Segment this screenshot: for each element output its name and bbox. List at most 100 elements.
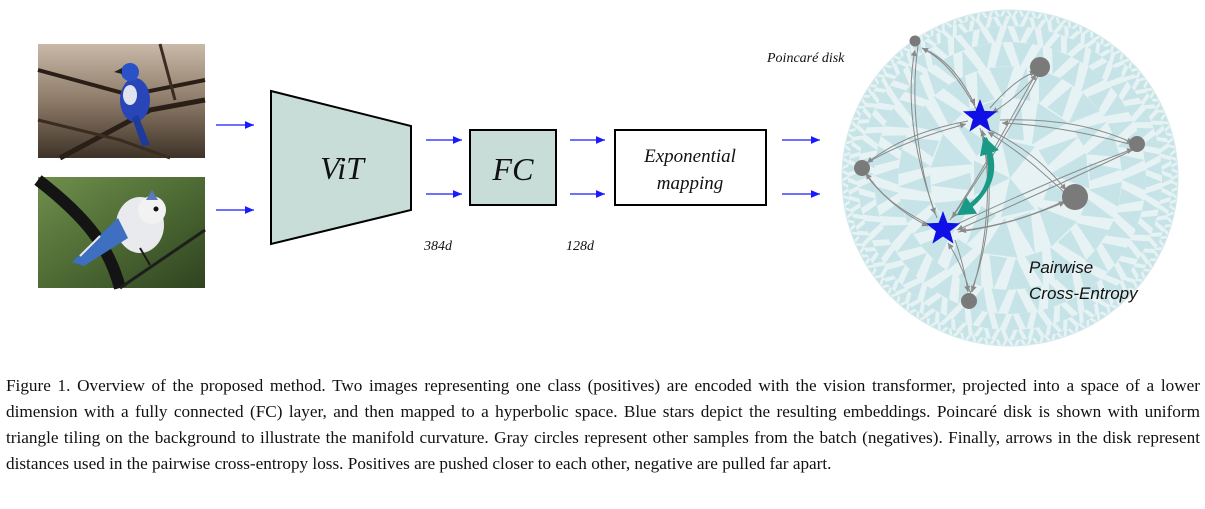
tiling-triangle bbox=[1136, 92, 1148, 102]
tiling-triangle bbox=[1157, 208, 1168, 217]
tiling-triangle bbox=[1151, 93, 1159, 99]
tiling-triangle bbox=[1171, 164, 1178, 171]
tiling-triangle bbox=[1141, 199, 1159, 212]
tiling-triangle bbox=[1145, 161, 1162, 176]
tiling-triangle bbox=[853, 111, 860, 118]
tiling-triangle bbox=[895, 51, 902, 58]
tiling-triangle bbox=[1074, 24, 1080, 32]
tiling-triangle bbox=[858, 111, 870, 120]
tiling-triangle bbox=[1149, 260, 1156, 267]
tiling-triangle bbox=[1056, 25, 1065, 37]
tiling-triangle bbox=[1006, 16, 1015, 27]
tiling-triangle bbox=[852, 139, 863, 148]
tiling-triangle bbox=[1100, 294, 1111, 306]
figure-caption: Figure 1. Overview of the proposed metho… bbox=[6, 376, 1200, 473]
tiling-triangle bbox=[846, 135, 853, 142]
tiling-triangle bbox=[848, 131, 855, 137]
tiling-triangle bbox=[1087, 87, 1112, 110]
tiling-triangle bbox=[898, 99, 924, 121]
tiling-triangle bbox=[896, 62, 907, 73]
tiling-triangle bbox=[857, 123, 869, 132]
tiling-triangle bbox=[952, 306, 966, 324]
tiling-triangle bbox=[944, 26, 953, 38]
tiling-triangle bbox=[1081, 293, 1097, 311]
tiling-triangle bbox=[972, 43, 992, 69]
tiling-triangle bbox=[1133, 266, 1145, 276]
tiling-triangle bbox=[882, 268, 894, 279]
tiling-triangle bbox=[1157, 140, 1169, 150]
tiling-triangle bbox=[899, 53, 910, 65]
tiling-triangle bbox=[1001, 26, 1014, 43]
tiling-triangle bbox=[856, 223, 868, 232]
tiling-triangle bbox=[1169, 147, 1176, 153]
tiling-triangle bbox=[1145, 175, 1162, 188]
tiling-triangle bbox=[986, 338, 993, 345]
tiling-triangle bbox=[1027, 11, 1034, 18]
vit-block bbox=[270, 89, 412, 246]
tiling-triangle bbox=[933, 28, 939, 36]
tiling-triangle bbox=[970, 308, 983, 326]
tiling-triangle bbox=[1136, 127, 1154, 140]
tiling-triangle bbox=[1145, 108, 1157, 117]
tiling-triangle bbox=[908, 293, 918, 305]
tiling-triangle bbox=[875, 277, 882, 284]
tiling-triangle bbox=[856, 108, 864, 114]
tiling-triangle bbox=[883, 286, 890, 293]
tiling-triangle bbox=[911, 310, 917, 318]
tiling-triangle bbox=[1160, 238, 1167, 245]
tiling-triangle bbox=[1171, 189, 1178, 196]
tiling-triangle bbox=[1142, 252, 1154, 261]
tiling-triangle bbox=[1106, 66, 1123, 83]
tiling-triangle bbox=[1050, 247, 1077, 281]
tiling-triangle bbox=[1103, 94, 1129, 117]
tiling-triangle bbox=[871, 228, 889, 241]
tiling-triangle bbox=[873, 270, 881, 276]
tiling-triangle bbox=[1145, 82, 1152, 89]
tiling-triangle bbox=[955, 319, 964, 331]
tiling-triangle bbox=[1038, 136, 1079, 166]
tiling-triangle bbox=[1122, 170, 1146, 191]
tiling-triangle bbox=[1058, 330, 1065, 338]
tiling-triangle bbox=[1047, 85, 1073, 118]
tiling-triangle bbox=[1121, 54, 1129, 61]
tiling-triangle bbox=[1037, 206, 1077, 247]
tiling-triangle bbox=[929, 318, 936, 326]
tiling-triangle bbox=[1086, 304, 1096, 316]
tiling-triangle bbox=[1155, 250, 1162, 256]
tiling-triangle bbox=[856, 246, 864, 252]
tiling-triangle bbox=[884, 66, 891, 73]
tiling-triangle bbox=[858, 100, 865, 106]
tiling-triangle bbox=[988, 328, 997, 339]
tiling-triangle bbox=[986, 26, 1001, 43]
tiling-triangle bbox=[1023, 17, 1032, 28]
tiling-triangle bbox=[894, 281, 905, 292]
tiling-triangle bbox=[1120, 291, 1128, 299]
tiling-triangle bbox=[843, 197, 850, 204]
tiling-triangle bbox=[995, 42, 1012, 67]
tiling-triangle bbox=[1091, 314, 1098, 322]
tiling-triangle bbox=[971, 13, 978, 20]
tiling-triangle bbox=[1080, 198, 1115, 219]
tiling-triangle bbox=[888, 264, 906, 281]
tiling-triangle bbox=[1144, 263, 1151, 270]
tiling-triangle bbox=[858, 180, 875, 193]
tiling-triangle bbox=[967, 335, 974, 342]
tiling-triangle bbox=[1134, 109, 1152, 123]
tiling-triangle bbox=[989, 255, 1008, 289]
blue-jay-photo-2 bbox=[34, 175, 206, 290]
tiling-triangle bbox=[984, 11, 991, 18]
tiling-triangle bbox=[1123, 60, 1131, 68]
tiling-triangle bbox=[1143, 96, 1155, 106]
tiling-triangle bbox=[902, 252, 927, 277]
tiling-triangle bbox=[1001, 139, 1035, 178]
tiling-triangle bbox=[1004, 340, 1011, 346]
tiling-triangle bbox=[1101, 278, 1118, 296]
tiling-triangle bbox=[1052, 48, 1071, 75]
tiling-triangle bbox=[878, 91, 896, 106]
tiling-triangle bbox=[962, 50, 979, 77]
tiling-triangle bbox=[1101, 242, 1127, 265]
tiling-triangle bbox=[1081, 66, 1105, 92]
tiling-triangle bbox=[1059, 304, 1073, 322]
tiling-triangle bbox=[961, 20, 971, 32]
tiling-triangle bbox=[884, 249, 902, 265]
